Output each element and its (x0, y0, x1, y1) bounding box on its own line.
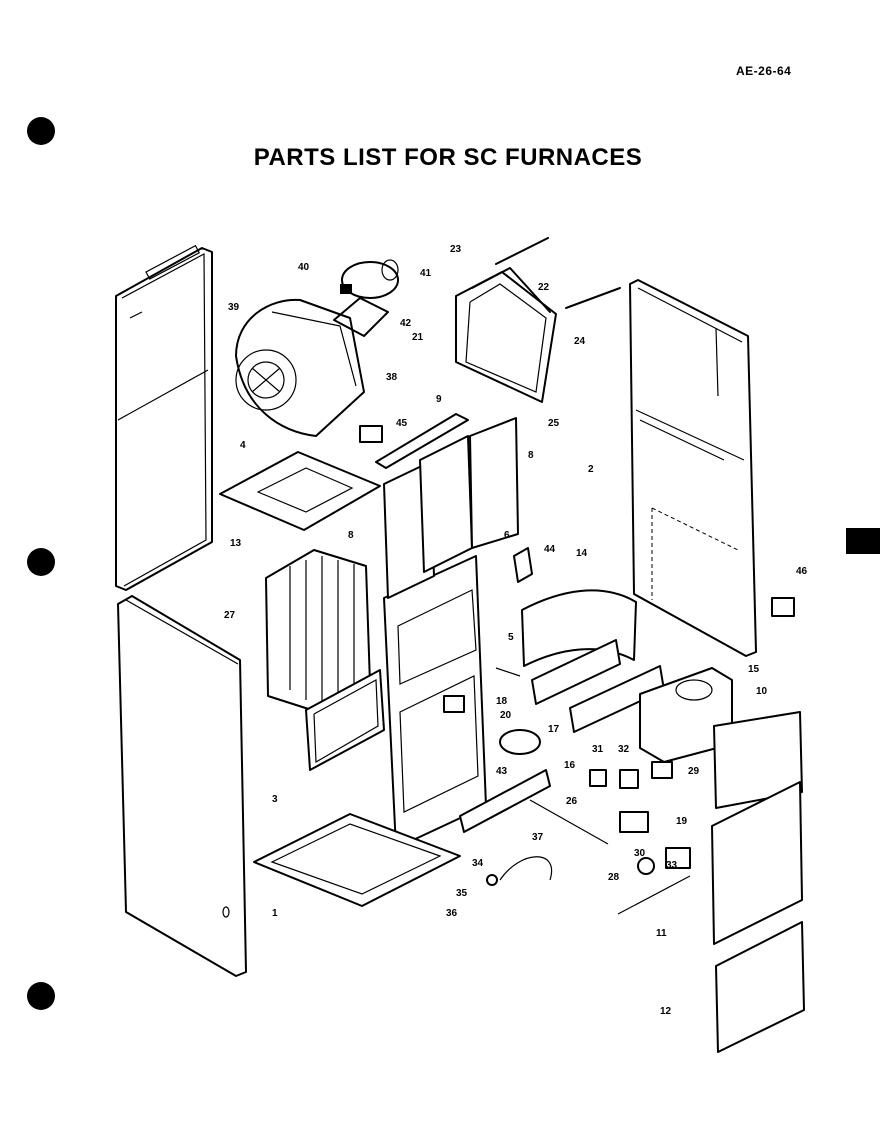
index-tab (846, 528, 880, 554)
callout-31: 31 (592, 744, 604, 755)
callout-12: 12 (660, 1006, 672, 1017)
callout-26: 26 (566, 796, 578, 807)
callout-14: 14 (576, 548, 588, 559)
callout-3: 3 (272, 794, 278, 805)
callout-45: 45 (396, 418, 408, 429)
part-38-blower-housing (235, 298, 365, 437)
callout-5: 5 (508, 632, 514, 643)
part-4-upper-side-panel (115, 244, 213, 591)
callout-36: 36 (446, 908, 458, 919)
callout-10: 10 (756, 686, 768, 697)
callout-23: 23 (450, 244, 462, 255)
callout-1: 1 (272, 908, 278, 919)
part-2-right-side-panel (629, 279, 757, 657)
part-13-filter-frame (219, 451, 381, 531)
part-3-lower-side-panel (117, 595, 247, 977)
callout-6: 6 (504, 530, 510, 541)
callout-25: 25 (548, 418, 560, 429)
callout-4: 4 (240, 440, 246, 451)
callout-16: 16 (564, 760, 576, 771)
callout-33: 33 (666, 860, 678, 871)
small-components (359, 425, 795, 915)
binder-hole-middle (27, 548, 55, 576)
callout-43: 43 (496, 766, 508, 777)
callout-15: 15 (748, 664, 760, 675)
part-40-blower-motor (333, 259, 399, 337)
callout-34: 34 (472, 858, 484, 869)
callout-29: 29 (688, 766, 700, 777)
part-27-heat-exchanger (265, 549, 385, 771)
callout-38: 38 (386, 372, 398, 383)
callout-32: 32 (618, 744, 630, 755)
part-5-center-panel (375, 413, 519, 849)
callout-39: 39 (228, 302, 240, 313)
callout-30: 30 (634, 848, 646, 859)
callout-40: 40 (298, 262, 310, 273)
callout-2: 2 (588, 464, 594, 475)
callout-11: 11 (656, 928, 667, 939)
callout-22: 22 (538, 282, 550, 293)
callout-27: 27 (224, 610, 236, 621)
callout-46: 46 (796, 566, 808, 577)
document-code: AE-26-64 (736, 64, 792, 78)
part-1-base-pan (253, 813, 461, 907)
part-21-top-panel (455, 237, 621, 403)
binder-hole-top (27, 117, 55, 145)
page-title: PARTS LIST FOR SC FURNACES (253, 144, 643, 171)
callout-35: 35 (456, 888, 468, 899)
callout-8-right: 8 (528, 450, 534, 461)
callout-37: 37 (532, 832, 544, 843)
part-10-door-panel (711, 711, 805, 1053)
callout-18: 18 (496, 696, 508, 707)
callout-28: 28 (608, 872, 620, 883)
callout-21: 21 (412, 332, 424, 343)
callout-8-left: 8 (348, 530, 354, 541)
binder-hole-bottom (27, 982, 55, 1010)
callout-17: 17 (548, 724, 560, 735)
callout-42: 42 (400, 318, 412, 329)
callout-19: 19 (676, 816, 688, 827)
callout-41: 41 (420, 268, 432, 279)
callout-13: 13 (230, 538, 242, 549)
callout-labels: 1 2 3 4 5 6 8 8 9 10 11 12 13 14 15 16 1… (224, 244, 808, 1017)
callout-44: 44 (544, 544, 556, 555)
part-15-combustion-box (459, 589, 733, 845)
callout-24: 24 (574, 336, 586, 347)
callout-9: 9 (436, 394, 442, 405)
callout-20: 20 (500, 710, 512, 721)
